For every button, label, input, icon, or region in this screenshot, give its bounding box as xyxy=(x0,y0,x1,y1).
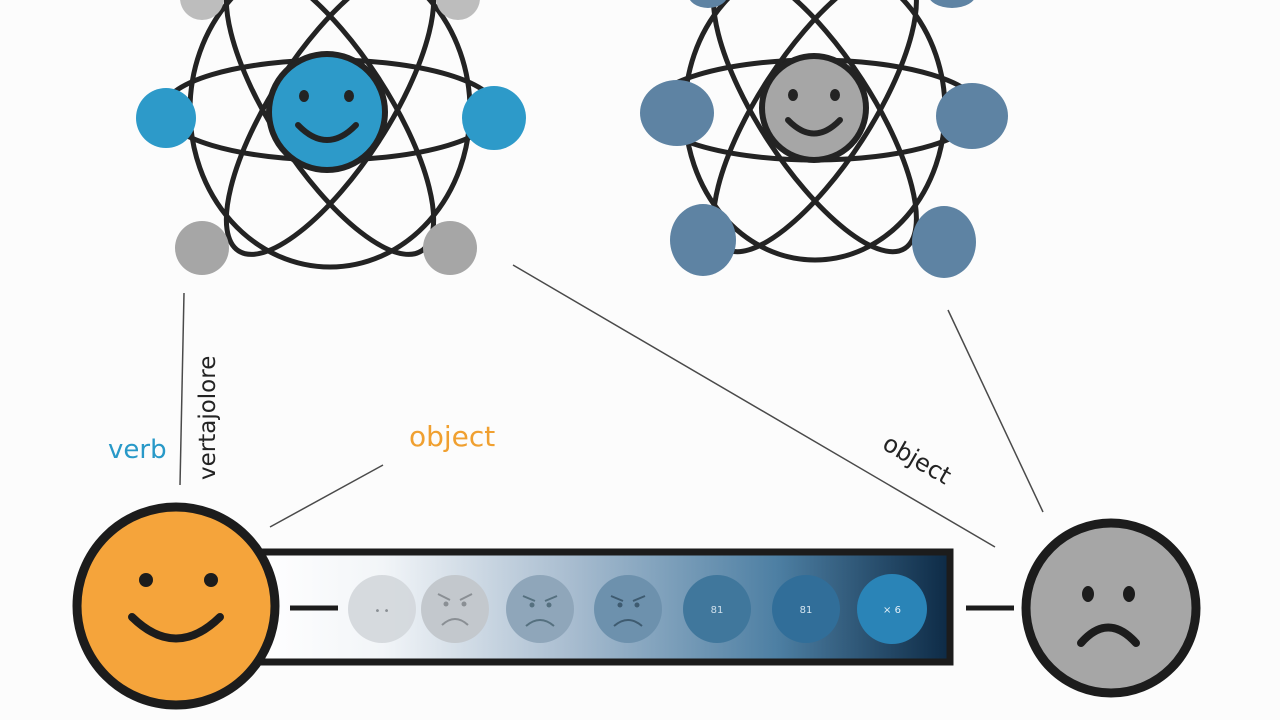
svg-text:81: 81 xyxy=(711,605,724,616)
svg-text:× 6: × 6 xyxy=(883,605,901,616)
electron xyxy=(670,204,736,276)
scale-face-5: 81 xyxy=(683,575,751,643)
svg-text:81: 81 xyxy=(800,605,813,616)
svg-text:• •: • • xyxy=(375,606,390,617)
sad-face-grey xyxy=(1021,518,1201,698)
electron xyxy=(689,0,727,8)
sentiment-scale: • • 81 81 × 6 xyxy=(254,548,1014,666)
label-verb: verb xyxy=(108,435,167,465)
scale-face-4 xyxy=(594,575,662,643)
connector-lines xyxy=(179,264,1044,548)
electron xyxy=(930,0,974,8)
label-object-left: object xyxy=(409,420,495,453)
electron xyxy=(136,88,196,148)
atom-left-electrons xyxy=(136,0,526,275)
label-vertical-mirrored: vertajolore xyxy=(195,356,221,480)
electron xyxy=(936,83,1008,149)
scale-face-3 xyxy=(506,575,574,643)
electron xyxy=(175,221,229,275)
atom-right-nucleus-smiley xyxy=(759,53,869,163)
scale-face-6: 81 xyxy=(772,575,840,643)
scale-face-7: × 6 xyxy=(857,574,927,644)
connector-line xyxy=(947,309,1044,513)
electron xyxy=(462,86,526,150)
atom-orbit xyxy=(711,0,919,255)
electron xyxy=(180,0,224,20)
connector-line xyxy=(179,292,185,486)
electron xyxy=(640,80,714,146)
connector-line xyxy=(512,264,996,548)
label-object-right: object xyxy=(878,429,956,490)
atom-left-nucleus-smiley xyxy=(266,51,388,173)
scale-face-2 xyxy=(421,575,489,643)
happy-face-orange xyxy=(72,502,280,710)
scale-face-1: • • xyxy=(348,575,416,643)
atom-right-electrons xyxy=(640,0,1008,278)
connector-line xyxy=(269,464,384,528)
electron xyxy=(436,0,480,20)
electron xyxy=(912,206,976,278)
electron xyxy=(423,221,477,275)
